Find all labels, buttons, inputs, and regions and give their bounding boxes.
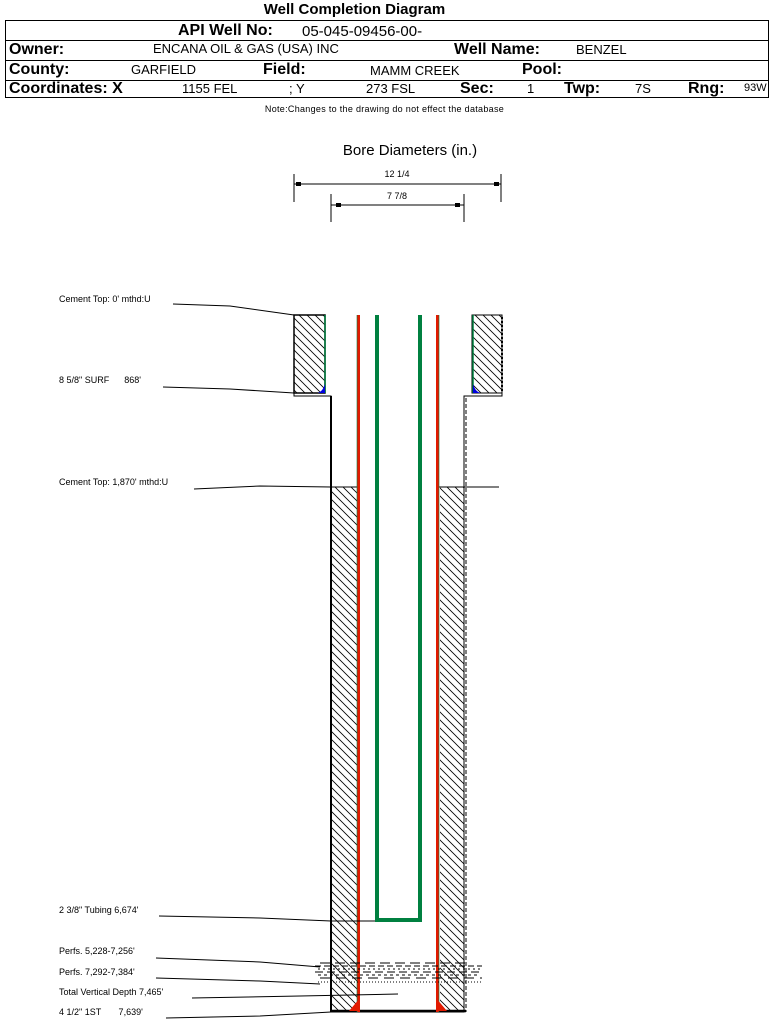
coord-x-value: 1155 FEL — [182, 81, 238, 96]
well-header-table: API Well No: 05-045-09456-00- Owner: ENC… — [5, 20, 769, 98]
production-casing — [349, 315, 447, 1012]
svg-text:Total Vertical Depth 7,465': Total Vertical Depth 7,465' — [59, 987, 164, 997]
rng-value: 93W — [744, 82, 767, 94]
annotation-surface-casing: 8 5/8" SURF 868' — [59, 375, 295, 394]
surface-cement — [293, 314, 503, 394]
bore-diameters-title: Bore Diameters (in.) — [343, 142, 477, 159]
county-label: County: — [9, 61, 70, 78]
api-label: API Well No: — [178, 22, 273, 39]
header-row-county: County: GARFIELD Field: MAMM CREEK Pool: — [6, 61, 768, 81]
bore-dimension-outer: 12 1/4 — [293, 169, 502, 202]
svg-text:8 5/8" SURF 868': 8 5/8" SURF 868' — [59, 375, 141, 385]
surface-shoe-right — [473, 384, 480, 393]
sec-value: 1 — [527, 81, 535, 96]
svg-text:Cement Top: 1,870' mthd:U: Cement Top: 1,870' mthd:U — [59, 477, 168, 487]
api-value: 05-045-09456-00- — [302, 23, 423, 40]
tubing — [375, 315, 422, 922]
page-title: Well Completion Diagram — [263, 1, 446, 18]
production-shoe-right — [436, 998, 447, 1011]
county-value: GARFIELD — [131, 62, 197, 77]
annotation-perfs-2: Perfs. 7,292-7,384' — [59, 967, 321, 985]
annotation-perfs-1: Perfs. 5,228-7,256' — [59, 946, 321, 968]
header-row-coordinates: Coordinates: X 1155 FEL ; Y 273 FSL Sec:… — [6, 80, 768, 98]
svg-text:Cement Top: 0' mthd:U: Cement Top: 0' mthd:U — [59, 294, 151, 304]
owner-label: Owner: — [9, 41, 65, 58]
coord-y-label: ; Y — [289, 81, 305, 96]
well-name-label: Well Name: — [454, 41, 540, 58]
annotation-cement-top-production: Cement Top: 1,870' mthd:U — [59, 477, 332, 490]
field-value: MAMM CREEK — [370, 63, 460, 78]
annotation-tubing: 2 3/8" Tubing 6,674' — [59, 905, 375, 922]
svg-text:Perfs. 7,292-7,384': Perfs. 7,292-7,384' — [59, 967, 135, 977]
well-name-value: BENZEL — [576, 42, 627, 57]
rng-label: Rng: — [688, 80, 725, 97]
svg-text:4 1/2" 1ST 7,639': 4 1/2" 1ST 7,639' — [59, 1007, 143, 1017]
surface-shoe-left — [318, 384, 325, 393]
coord-y-value: 273 FSL — [366, 81, 416, 96]
owner-value: ENCANA OIL & GAS (USA) INC — [153, 41, 339, 56]
production-shoe-left — [349, 998, 360, 1011]
sec-label: Sec: — [460, 80, 494, 97]
svg-text:Perfs. 5,228-7,256': Perfs. 5,228-7,256' — [59, 946, 135, 956]
coordinates-label: Coordinates: X — [9, 80, 123, 97]
perforations — [315, 962, 482, 983]
annotation-cement-top-surface: Cement Top: 0' mthd:U — [59, 294, 295, 316]
twp-label: Twp: — [564, 80, 601, 97]
field-label: Field: — [263, 61, 306, 78]
surface-casing — [318, 315, 480, 393]
annotation-total-depth: Total Vertical Depth 7,465' — [59, 987, 399, 999]
header-row-api: API Well No: 05-045-09456-00- — [6, 21, 768, 41]
header-row-owner: Owner: ENCANA OIL & GAS (USA) INC Well N… — [6, 40, 768, 61]
pool-label: Pool: — [522, 61, 562, 78]
database-note: Note:Changes to the drawing do not effec… — [264, 104, 505, 114]
production-cement — [331, 486, 499, 1011]
bore-diameter-outer-label: 12 1/4 — [384, 169, 409, 179]
bore-dimension-inner: 7 7/8 — [330, 191, 465, 222]
twp-value: 7S — [635, 81, 651, 96]
svg-text:2 3/8" Tubing 6,674': 2 3/8" Tubing 6,674' — [59, 905, 139, 915]
bore-diameter-inner-label: 7 7/8 — [387, 191, 407, 201]
annotation-production-casing: 4 1/2" 1ST 7,639' — [59, 1007, 332, 1019]
